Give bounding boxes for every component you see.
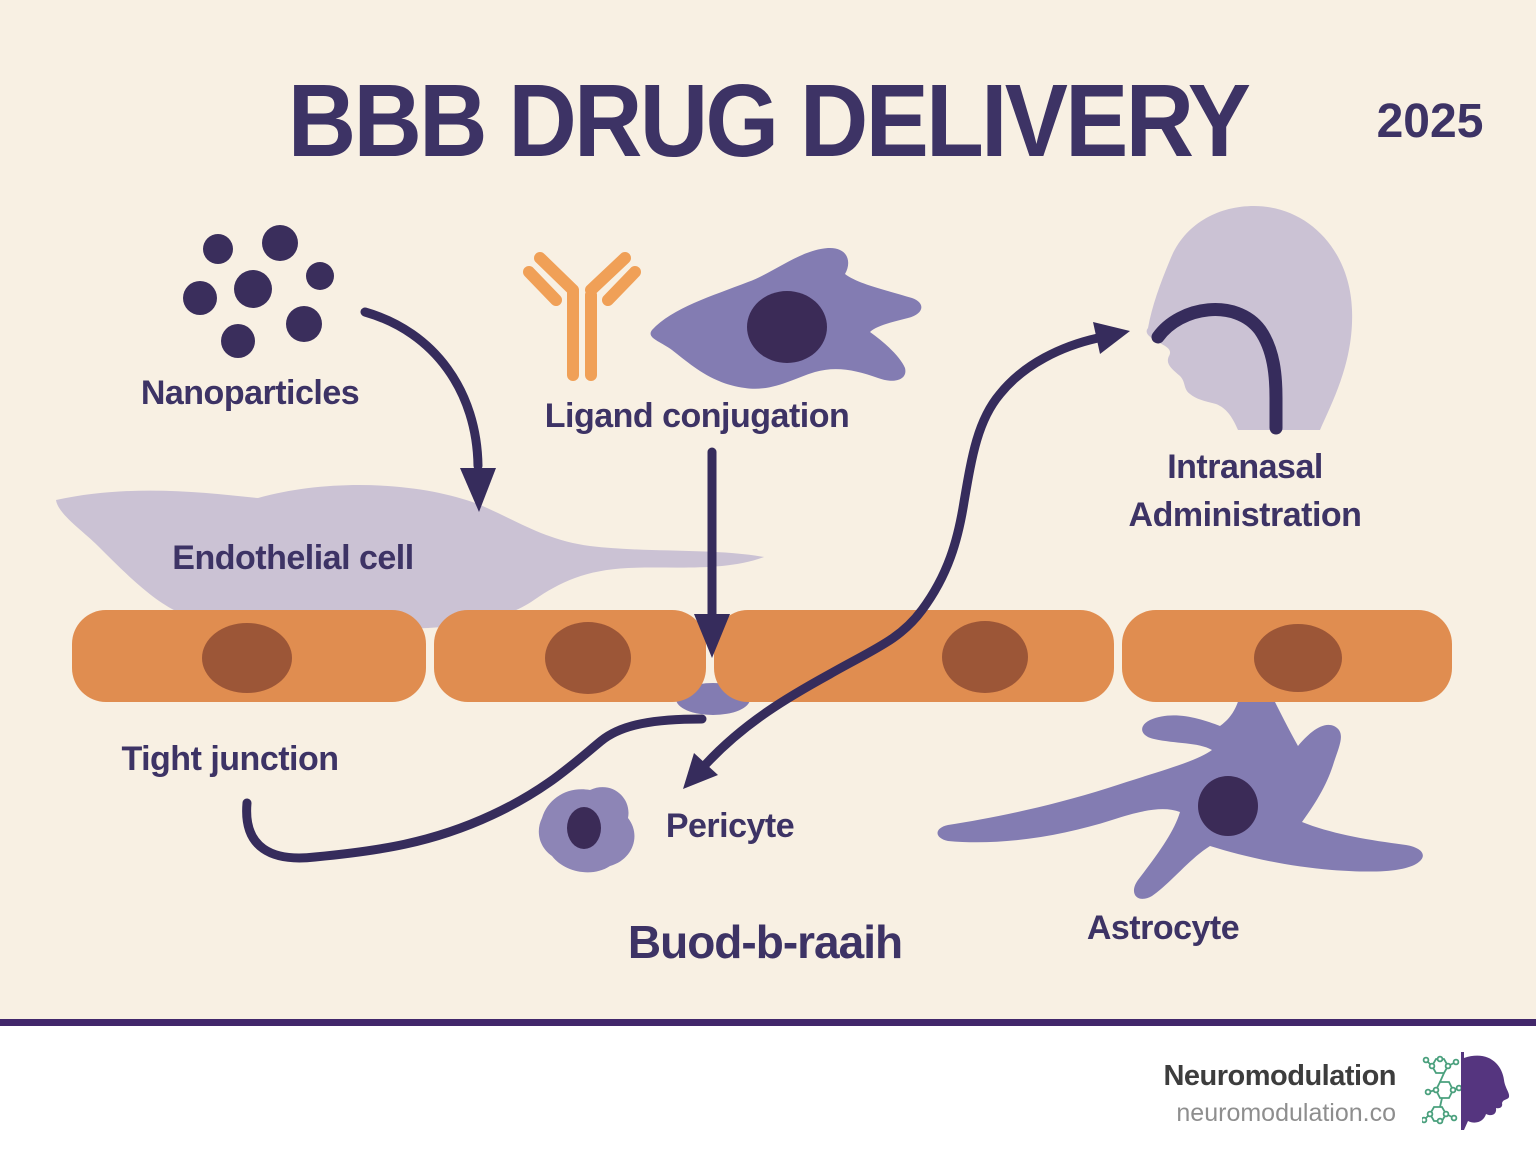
connector-arrows	[242, 307, 1103, 863]
endothelial-cell-icon	[56, 485, 764, 630]
brand-logo-icon	[1422, 1045, 1510, 1133]
arrowhead-icon	[694, 614, 730, 658]
half-face-icon	[1461, 1052, 1510, 1130]
brand-block: Neuromodulation neuromodulation.co	[976, 1060, 1396, 1128]
cell-nucleus-icon	[545, 622, 631, 694]
label-endothelial-cell: Endothelial cell	[172, 539, 414, 577]
cell-nucleus-icon	[942, 621, 1028, 693]
footer-bar	[0, 1026, 1536, 1154]
label-intranasal-line1: Intranasal	[1167, 448, 1323, 486]
bottom-caption: Buod-b-raaih	[627, 916, 903, 968]
curved-arrow-icon	[360, 307, 483, 471]
microglia-nucleus	[747, 291, 827, 363]
astrocyte-cell-icon	[937, 676, 1423, 899]
footer-separator	[0, 1019, 1536, 1026]
pericyte-cell-icon	[538, 787, 635, 873]
tight-junction-pointer-icon	[242, 714, 707, 863]
year-badge: 2025	[1376, 95, 1484, 148]
brand-name: Neuromodulation	[1163, 1060, 1396, 1092]
page-title: BBB DRUG DELIVERY	[287, 63, 1251, 178]
label-nanoparticles: Nanoparticles	[140, 374, 360, 412]
label-astrocyte: Astrocyte	[1086, 909, 1240, 947]
nanoparticles-dots-icon	[183, 225, 334, 358]
pericyte-nucleus	[567, 807, 601, 849]
capillary-nuclei	[202, 621, 1342, 694]
s-curve-arrow-icon	[701, 333, 1103, 769]
molecule-network-icon	[1422, 1055, 1463, 1125]
label-tight-junction: Tight junction	[121, 740, 339, 778]
label-pericyte: Pericyte	[665, 807, 795, 845]
antibody-icon	[523, 252, 641, 381]
arrowhead-icon	[460, 468, 496, 512]
label-intranasal-administration: Intranasal Administration	[1090, 444, 1400, 539]
arrow-heads	[460, 322, 1130, 789]
astrocyte-nucleus	[1198, 776, 1258, 836]
cell-nucleus-icon	[1254, 624, 1342, 692]
label-ligand-conjugation: Ligand conjugation	[544, 397, 850, 435]
label-intranasal-line2: Administration	[1128, 495, 1362, 534]
arrowhead-icon	[1093, 322, 1130, 354]
microglia-cell-icon	[650, 247, 922, 389]
arrowhead-icon	[683, 753, 718, 789]
brand-url: neuromodulation.co	[1176, 1099, 1396, 1127]
nasal-route-tube-icon	[1151, 303, 1283, 435]
cell-nucleus-icon	[202, 623, 292, 693]
